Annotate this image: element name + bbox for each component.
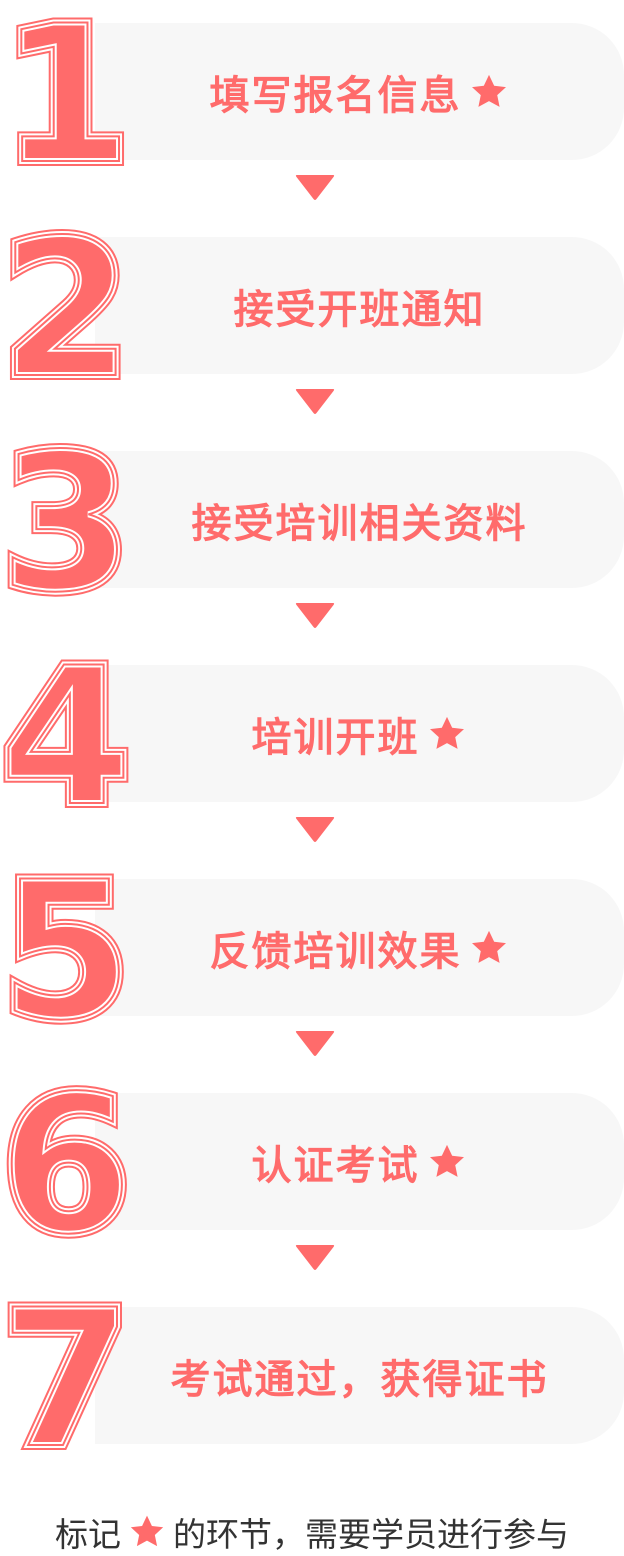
svg-text:2: 2 [0,199,132,420]
step-card [95,1093,624,1230]
svg-text:3: 3 [0,413,132,634]
svg-text:5: 5 [0,841,132,1062]
svg-text:1: 1 [0,0,132,206]
star-icon [426,713,468,755]
footer-text-after: 的环节，需要学员进行参与 [173,1515,569,1554]
svg-text:3: 3 [0,413,132,634]
step-label-row: 考试通过，获得证书 [95,1307,624,1444]
svg-text:1: 1 [0,0,132,206]
svg-text:2: 2 [0,199,132,420]
star-icon [426,1141,468,1183]
svg-text:2: 2 [0,199,132,420]
svg-text:6: 6 [0,1055,132,1276]
svg-text:6: 6 [0,1055,132,1276]
step-label-row: 反馈培训效果 [95,879,624,1016]
svg-text:4: 4 [0,627,132,848]
svg-text:7: 7 [0,1269,132,1490]
svg-text:4: 4 [0,627,132,848]
step-card [95,1307,624,1444]
step-label: 接受培训相关资料 [191,500,528,547]
step-card [95,23,624,160]
star-icon [468,927,510,969]
footer-legend: 标记 的环节，需要学员进行参与 [0,1508,624,1556]
step-label: 培训开班 [251,714,420,761]
step-label: 填写报名信息 [209,72,462,119]
svg-text:7: 7 [0,1269,132,1490]
arrow-down-icon [294,1028,336,1058]
svg-text:5: 5 [0,841,132,1062]
step-card [95,879,624,1016]
arrow-down-icon [294,600,336,630]
arrow-down-icon [294,1242,336,1272]
svg-text:1: 1 [0,0,132,206]
arrow-down-icon [294,172,336,202]
step-label: 考试通过，获得证书 [170,1356,549,1403]
arrow-down-icon [294,386,336,416]
footer-text-before: 标记 [55,1515,121,1554]
step-label-row: 接受开班通知 [95,237,624,374]
svg-text:4: 4 [0,627,132,848]
step-label: 反馈培训效果 [209,928,462,975]
star-icon [468,71,510,113]
step-card [95,451,624,588]
svg-text:5: 5 [0,841,132,1062]
step-label-row: 接受培训相关资料 [95,451,624,588]
step-card [95,237,624,374]
step-label: 认证考试 [251,1142,420,1189]
step-label-row: 填写报名信息 [95,23,624,160]
svg-text:6: 6 [0,1055,132,1276]
svg-text:3: 3 [0,413,132,634]
svg-text:7: 7 [0,1269,132,1490]
step-label-row: 认证考试 [95,1093,624,1230]
step-label-row: 培训开班 [95,665,624,802]
arrow-down-icon [294,814,336,844]
step-card [95,665,624,802]
step-label: 接受开班通知 [233,286,486,333]
star-icon [127,1512,167,1552]
